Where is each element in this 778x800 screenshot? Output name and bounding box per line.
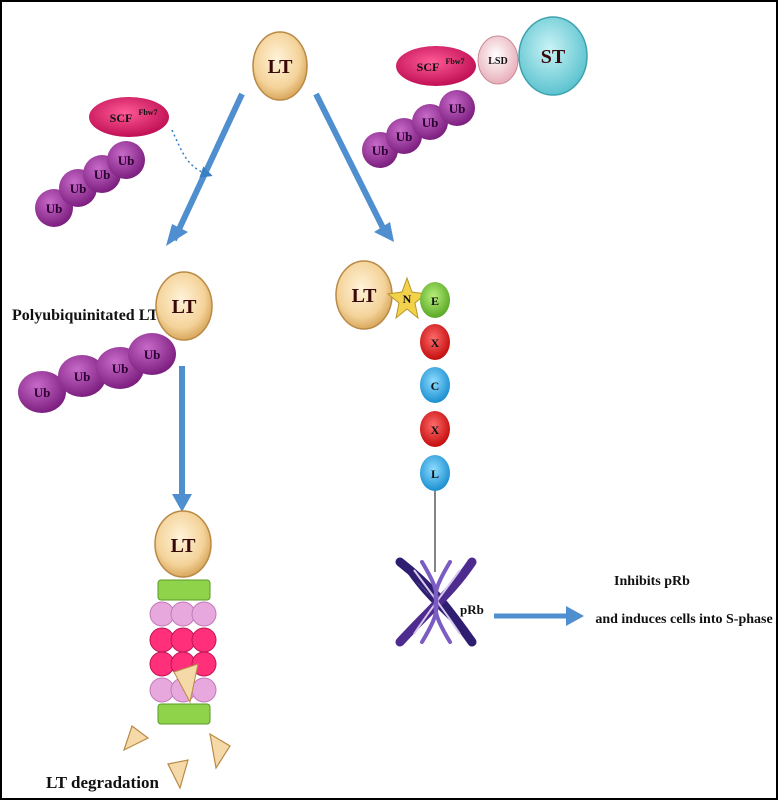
ub-label: Ub — [118, 153, 135, 168]
arrow-to-inhibits — [494, 606, 584, 626]
scf-right-label: SCF — [417, 60, 440, 74]
lt-right-label: LT — [352, 285, 378, 307]
arrow-left-down — [166, 92, 245, 246]
lt-top-label: LT — [268, 56, 294, 78]
lt-proteasome: LT — [154, 510, 212, 578]
motif-chain: E X C X L — [420, 282, 450, 491]
lt-fragments — [122, 725, 231, 790]
ub-label: Ub — [449, 101, 466, 116]
arrow-right-down — [313, 92, 394, 242]
st-antigen: ST — [518, 16, 588, 96]
motif-x2: X — [431, 423, 440, 437]
ub-label: Ub — [422, 115, 439, 130]
motif-e: E — [431, 294, 439, 308]
ub-label: Ub — [144, 347, 161, 362]
motif-c: C — [431, 379, 440, 393]
ub-chain-top-left: Ub Ub Ub Ub — [35, 141, 145, 227]
scf-fbw7-right: SCF Fbw7 — [396, 46, 476, 86]
motif-n: N — [403, 292, 412, 306]
motif-x1: X — [431, 336, 440, 350]
st-label: ST — [541, 46, 566, 68]
lt-polyubiquitinated: LT — [155, 271, 213, 341]
ub-chain-middle: Ub Ub Ub Ub — [18, 333, 176, 413]
scf-left-label: SCF — [110, 111, 133, 125]
lt-degradation-label: LT degradation — [46, 773, 159, 792]
inhibits-line1: Inhibits pRb — [614, 574, 690, 589]
ub-label: Ub — [94, 167, 111, 182]
arrow-to-proteasome — [172, 366, 192, 512]
lt-mid-label: LT — [172, 296, 198, 318]
scf-right-sup: Fbw7 — [445, 57, 464, 66]
lt-lxcxe: LT — [335, 260, 393, 330]
proteasome — [149, 579, 217, 725]
scf-left-sup: Fbw7 — [138, 108, 157, 117]
prb-label: pRb — [460, 602, 484, 617]
ub-label: Ub — [112, 361, 129, 376]
lt-bottom-label: LT — [171, 535, 197, 557]
scf-fbw7-left: SCF Fbw7 — [89, 97, 169, 137]
ub-label: Ub — [372, 143, 389, 158]
lsd-label: LSD — [488, 56, 507, 67]
lt-top: LT — [252, 31, 308, 101]
ub-label: Ub — [34, 385, 51, 400]
dotted-arrow — [171, 129, 213, 178]
ub-label: Ub — [46, 201, 63, 216]
ub-label: Ub — [74, 369, 91, 384]
lsd-domain: LSD — [477, 35, 519, 85]
inhibits-line2: and induces cells into S-phase — [595, 612, 772, 627]
ub-label: Ub — [396, 129, 413, 144]
motif-l: L — [431, 467, 439, 481]
prb-protein — [395, 557, 477, 647]
ub-label: Ub — [70, 181, 87, 196]
polyubiquitinated-label: Polyubiquinitated LT — [12, 307, 159, 324]
ub-chain-top-right: Ub Ub Ub Ub — [362, 90, 475, 168]
